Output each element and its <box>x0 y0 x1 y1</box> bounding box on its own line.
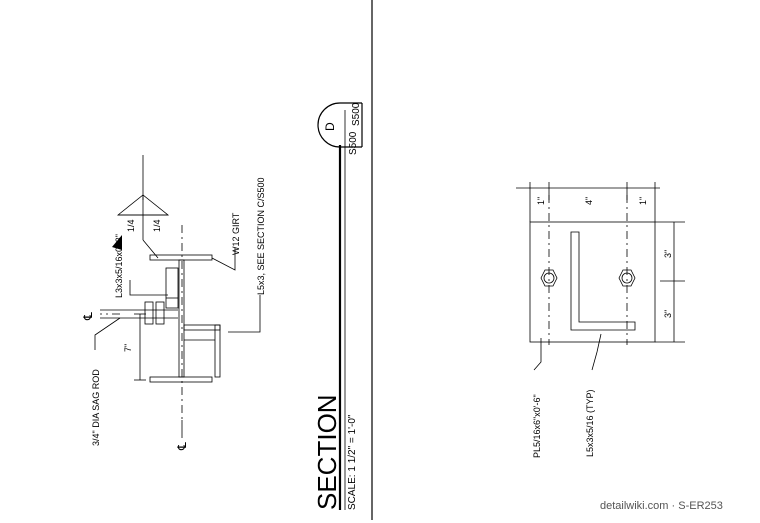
section-title: SECTION <box>312 394 342 510</box>
callout-letter: D <box>323 122 337 131</box>
label-w12-girt: W12 GIRT <box>231 212 241 255</box>
angle-l5x3 <box>570 231 636 331</box>
centerline-mark-2: ℄ <box>175 442 189 451</box>
label-angle-typ: L5x3x5/16 (TYP) <box>585 389 595 457</box>
watermark-text: detailwiki.com · S-ER253 <box>600 500 723 512</box>
section-detail: 1/4 1/4 <box>81 102 363 510</box>
label-l5x3: L5x3, SEE SECTION C/S500 <box>256 177 266 295</box>
dimension-7in: 7" <box>123 313 146 381</box>
section-callout: D S500 S500 <box>317 102 363 510</box>
dim-1b: 1" <box>638 197 648 205</box>
sag-rod <box>100 301 178 325</box>
dim-4: 4" <box>584 197 594 205</box>
weld-size-top: 1/4 <box>126 219 136 232</box>
dim-3b: 3" <box>663 310 673 318</box>
dim-7-label: 7" <box>123 344 133 352</box>
dim-1a: 1" <box>536 197 546 205</box>
weld-size-bottom: 1/4 <box>152 219 162 232</box>
dim-3a: 3" <box>663 250 673 258</box>
plate-outline <box>529 221 656 343</box>
section-scale: SCALE: 1 1/2" = 1'-0" <box>347 414 358 510</box>
right-dimension-string: 3" 3" <box>655 221 685 343</box>
l5x3-angle <box>183 324 221 378</box>
label-clip-angle: L3x3x5/16x0'-3" <box>114 234 124 298</box>
field-weld-flag <box>112 235 122 250</box>
weld-symbol: 1/4 1/4 <box>116 194 170 240</box>
callout-sheet-bottom: S500 <box>351 102 362 126</box>
top-dimension-string: 1" 4" 1" <box>516 182 660 222</box>
plate-detail: 1" 4" 1" 3" 3" PL5/16x6"x0'-6" L5x3x5/16… <box>516 182 685 458</box>
centerline-mark-1: ℄ <box>81 312 95 321</box>
callout-sheet-top: S500 <box>348 131 359 155</box>
w12-girt <box>149 254 213 383</box>
label-sag-rod: 3/4" DIA SAG ROD <box>91 369 101 446</box>
label-plate: PL5/16x6"x0'-6" <box>532 394 542 458</box>
clip-angle <box>165 267 179 309</box>
